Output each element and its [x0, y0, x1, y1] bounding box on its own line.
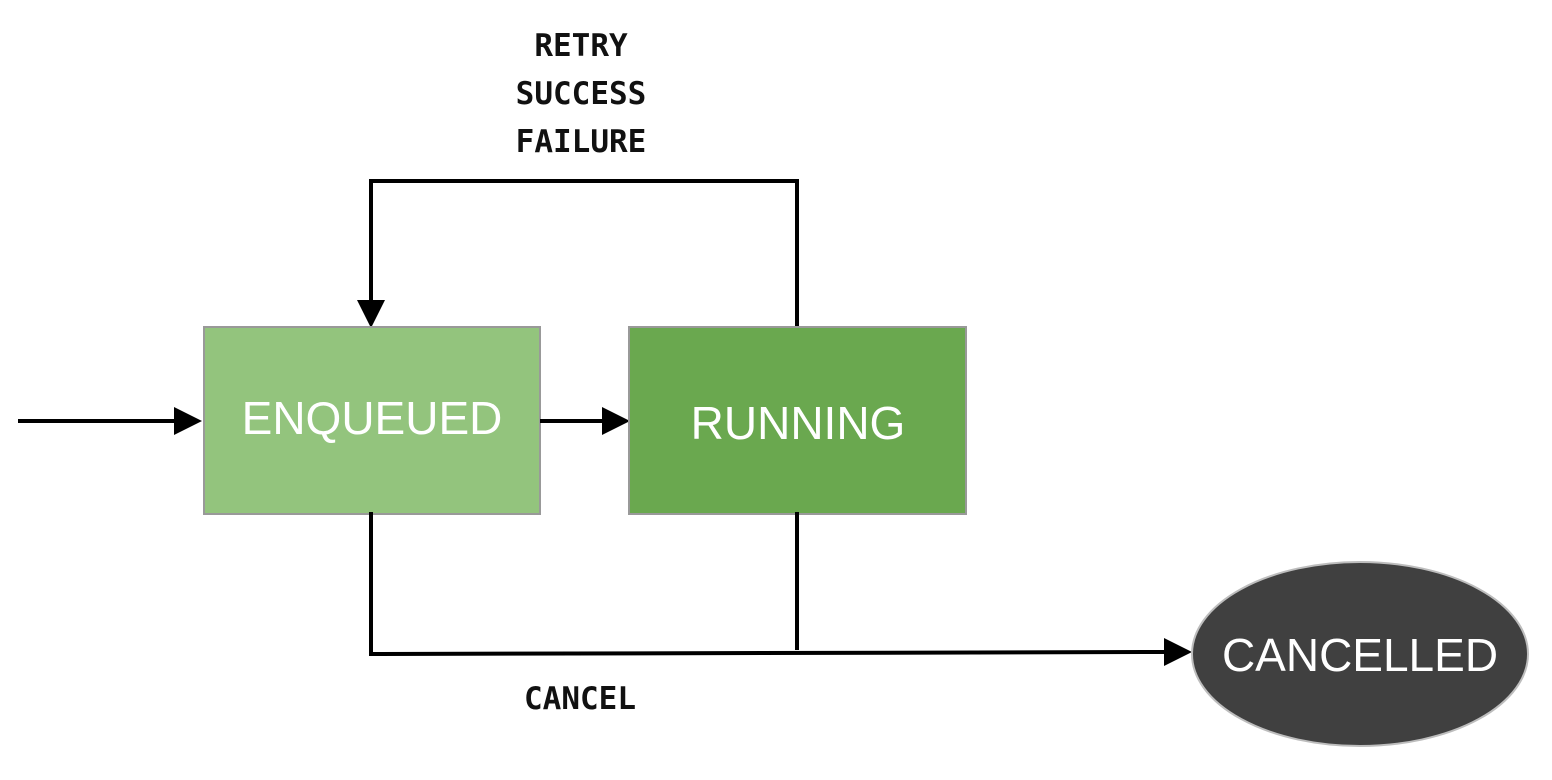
arrowhead-running — [602, 407, 630, 435]
arrowhead-entry — [174, 407, 202, 435]
node-running-label: RUNNING — [691, 397, 906, 449]
node-enqueued-label: ENQUEUED — [242, 392, 503, 444]
arrowhead-down-enqueued — [357, 300, 385, 328]
arrowhead-cancelled — [1164, 638, 1192, 666]
connector-running-to-enqueued — [369, 179, 799, 328]
node-cancelled-label: CANCELLED — [1222, 629, 1498, 681]
connector-enqueued-to-cancelled — [369, 512, 1167, 657]
edge-label-failure: FAILURE — [516, 124, 647, 160]
node-running — [628, 326, 967, 515]
edge-label-success: SUCCESS — [516, 76, 647, 112]
node-cancelled — [1191, 561, 1529, 747]
edge-label-retry: RETRY — [534, 28, 628, 64]
edge-label-cancel: CANCEL — [524, 681, 636, 717]
